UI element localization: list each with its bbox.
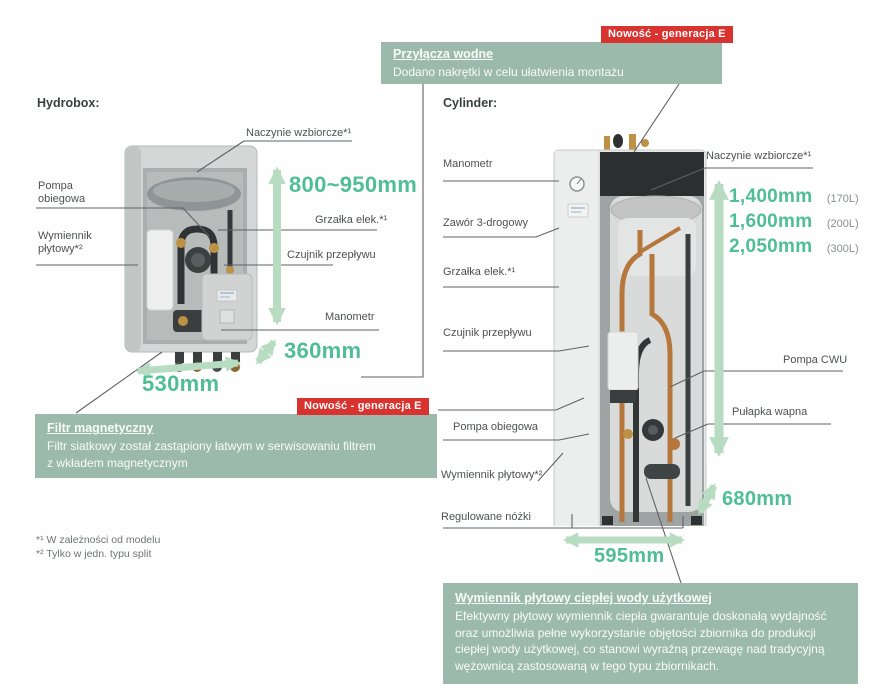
- footnote-1: *¹ W zależności od modelu: [36, 534, 161, 546]
- height-row: 1,400mm (170L): [729, 186, 859, 211]
- callout-body-line2: z wkładem magnetycznym: [47, 455, 188, 470]
- hydrobox-depth-dimension: 360mm: [284, 338, 362, 363]
- label-electric-heater: Grzałka elek.*¹: [315, 214, 388, 226]
- cylinder-depth-dimension: 680mm: [722, 488, 793, 510]
- label-scale-trap: Pułapka wapna: [732, 406, 808, 418]
- cylinder-heading: Cylinder:: [443, 96, 498, 110]
- height-row: 1,600mm (200L): [729, 211, 859, 236]
- dimension-arrows: [134, 166, 729, 548]
- leader-lines: [36, 83, 843, 584]
- cylinder-width-dimension: 595mm: [594, 545, 665, 567]
- callout-body: Efektywny płytowy wymiennik ciepła gwara…: [455, 609, 827, 673]
- label-electric-heater: Grzałka elek.*¹: [443, 266, 516, 278]
- cylinder-illustration: [553, 134, 707, 526]
- label-circulation-pump: Pompa obiegowa: [38, 180, 86, 205]
- label-3way-valve: Zawór 3-drogowy: [443, 217, 528, 229]
- hydrobox-depth-arrow: [255, 339, 277, 365]
- label-plate-heat-exchanger: Wymiennik płytowy*²: [38, 230, 92, 255]
- hydrobox-height-dimension: 800~950mm: [289, 172, 418, 197]
- height-value: 1,600mm: [729, 211, 813, 232]
- callout-title: Filtr magnetyczny: [47, 421, 154, 435]
- callout-body-line1: Filtr siatkowy został zastąpiony łatwym …: [47, 439, 376, 453]
- hydrobox-width-dimension: 530mm: [142, 371, 220, 396]
- callout-title: Przyłącza wodne: [393, 47, 494, 61]
- cylinder-height-dimensions: 1,400mm (170L) 1,600mm (200L) 2,050mm (3…: [729, 186, 859, 261]
- label-dhw-pump: Pompa CWU: [783, 354, 848, 366]
- label-manometer: Manometr: [325, 311, 375, 323]
- label-adjustable-feet: Regulowane nóżki: [441, 511, 531, 523]
- cylinder-depth-arrow: [696, 483, 718, 515]
- height-row: 2,050mm (300L): [729, 236, 859, 261]
- hydrobox-width-arrow: [134, 356, 242, 378]
- label-plate-heat-exchanger: Wymiennik płytowy*²: [441, 469, 543, 481]
- water-connections-callout: Przyłącza wodne Dodano nakrętki w celu u…: [381, 42, 722, 84]
- new-generation-badge: Nowość - generacja E: [297, 398, 429, 415]
- label-manometer: Manometr: [443, 158, 493, 170]
- dhw-plate-exchanger-callout: Wymiennik płytowy ciepłej wody użytkowej…: [443, 583, 858, 684]
- hydrobox-illustration: [124, 145, 258, 372]
- label-flow-sensor: Czujnik przepływu: [443, 327, 532, 339]
- height-value: 2,050mm: [729, 236, 813, 257]
- height-note: (300L): [826, 243, 859, 255]
- hydrobox-heading: Hydrobox:: [37, 96, 100, 110]
- label-flow-sensor: Czujnik przepływu: [287, 249, 376, 261]
- footnote-2: *² Tylko w jedn. typu split: [36, 548, 152, 560]
- new-generation-badge: Nowość - generacja E: [601, 26, 733, 43]
- callout-body: Dodano nakrętki w celu ułatwienia montaż…: [393, 65, 624, 79]
- height-note: (200L): [826, 218, 859, 230]
- label-expansion-vessel: Naczynie wzbiorcze*¹: [706, 150, 812, 162]
- label-circulation-pump: Pompa obiegowa: [453, 421, 539, 433]
- label-expansion-vessel: Naczynie wzbiorcze*¹: [246, 127, 352, 139]
- magnetic-filter-callout: Filtr magnetyczny Filtr siatkowy został …: [35, 414, 437, 478]
- height-note: (170L): [826, 193, 859, 205]
- height-value: 1,400mm: [729, 186, 813, 207]
- callout-title: Wymiennik płytowy ciepłej wody użytkowej: [455, 591, 712, 605]
